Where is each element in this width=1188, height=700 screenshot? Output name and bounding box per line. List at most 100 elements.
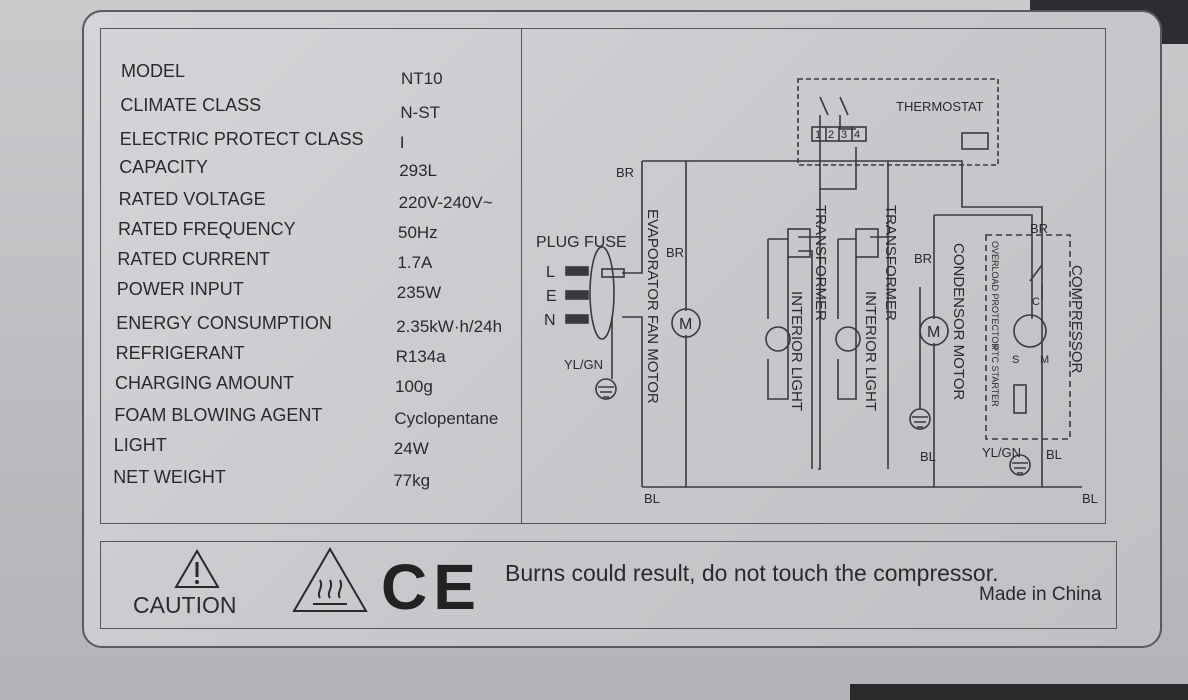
- compressor-frame: [985, 234, 1071, 440]
- spec-label: FOAM BLOWING AGENT: [114, 405, 323, 425]
- fan-motor-m-label: M: [679, 316, 692, 333]
- plug-l-wire: [622, 161, 643, 274]
- spec-value: 24W: [393, 439, 429, 458]
- interior-light2-label: INTERIOR LIGHT: [862, 291, 879, 411]
- interior-light1-symbol: [765, 326, 791, 352]
- earth-icon: [595, 378, 617, 400]
- interior-light2-symbol: [835, 326, 861, 352]
- overload-protector-label: OVERLOAD PROTECTOR: [990, 241, 1000, 350]
- spec-label: MODEL: [121, 61, 186, 81]
- spec-label: RATED VOLTAGE: [118, 189, 266, 209]
- spec-label: REFRIGERANT: [115, 343, 245, 363]
- background-edge-bottom: [850, 684, 1188, 700]
- caution-label: CAUTION: [133, 592, 237, 618]
- warning-text: Burns could result, do not touch the com…: [505, 560, 999, 586]
- transformer1-label: TRANSFORMER: [812, 205, 829, 321]
- ptc-starter-label: PTC STARTER: [990, 345, 1000, 407]
- ce-mark: CE: [381, 551, 482, 623]
- spec-label: POWER INPUT: [116, 279, 244, 299]
- transformer1-core: [787, 228, 811, 258]
- light1-wires: [767, 238, 789, 400]
- spec-label: CAPACITY: [119, 157, 208, 177]
- spec-value: I: [399, 133, 405, 152]
- spec-value: NT10: [401, 69, 443, 88]
- plug-n-label: N: [544, 312, 556, 329]
- wiring-diagram-svg: PLUG FUSE L E N YL/GN BR BR BR BR BL BL …: [536, 78, 1098, 506]
- spec-value: Cyclopentane: [394, 409, 499, 428]
- caution-bar: CAUTION CE Burns could result, do not to…: [100, 541, 1117, 629]
- spec-value: 1.7A: [397, 253, 433, 272]
- spec-label: ELECTRIC PROTECT CLASS: [119, 129, 364, 149]
- hot-surface-icon: [292, 547, 368, 612]
- thermostat-box: [797, 78, 999, 166]
- compressor-wires: [934, 214, 1043, 487]
- spec-label: CLIMATE CLASS: [120, 95, 262, 115]
- spec-value: 100g: [395, 377, 433, 396]
- spec-label: NET WEIGHT: [113, 467, 226, 487]
- transformer2-label: TRANSFORMER: [882, 205, 899, 321]
- plug-fuse-label: PLUG FUSE: [536, 234, 627, 251]
- br-label-4: BR: [1030, 221, 1048, 236]
- spec-value: 293L: [399, 161, 438, 180]
- bl-label-2: BL: [920, 449, 936, 464]
- br-bus-wire: [642, 160, 1043, 223]
- spec-value: 220V-240V~: [398, 193, 493, 212]
- compressor-label: COMPRESSOR: [1068, 265, 1085, 374]
- spec-value: 2.35kW·h/24h: [396, 317, 503, 336]
- interior-light1-label: INTERIOR LIGHT: [788, 291, 805, 411]
- spec-label: RATED FREQUENCY: [118, 219, 296, 239]
- plug-pin-l: [565, 266, 589, 276]
- plug-fuse-symbol: [589, 246, 615, 340]
- br-label-2: BR: [666, 245, 684, 260]
- earth-label: YL/GN: [564, 357, 603, 372]
- fan-motor-symbol: [671, 308, 701, 338]
- compressor-c-label: C: [1032, 296, 1040, 308]
- wiring-diagram: PLUG FUSE L E N YL/GN BR BR BR BR BL BL …: [522, 28, 1106, 524]
- bl-label-4: BL: [1082, 491, 1098, 506]
- terminal-label-1: 1: [815, 129, 821, 141]
- plug-e-label: E: [546, 288, 557, 305]
- condensor-motor-symbol: [919, 316, 949, 346]
- thermostat-label: THERMOSTAT: [896, 99, 984, 114]
- transformer1-wires: [798, 189, 821, 470]
- bl-label-1: BL: [644, 491, 660, 506]
- spec-value: 235W: [396, 283, 442, 302]
- bl-label-3: BL: [1046, 447, 1062, 462]
- fuse-symbol: [601, 268, 625, 278]
- transformer2-core: [855, 228, 879, 258]
- compressor-s-label: S: [1012, 354, 1019, 366]
- compressor-motor-symbol: [1013, 314, 1047, 348]
- br-label-1: BR: [616, 165, 634, 180]
- terminal-dividers: [825, 127, 853, 141]
- thermostat-feed-wire: [819, 147, 857, 190]
- thermostat-contacts: [819, 96, 856, 147]
- evaporator-fan-motor-label: EVAPORATOR FAN MOTOR: [644, 209, 661, 404]
- transformer2-wires: [870, 161, 889, 469]
- spec-label: RATED CURRENT: [117, 249, 271, 269]
- condensor-motor-m-label: M: [927, 324, 940, 341]
- warning-triangle-icon: [174, 549, 220, 588]
- spec-value: 77kg: [393, 471, 431, 490]
- spec-label: LIGHT: [113, 435, 167, 455]
- terminal-label-3: 3: [841, 129, 847, 141]
- plug-pin-n: [565, 314, 589, 324]
- plug-l-label: L: [546, 264, 555, 281]
- origin-text: Made in China: [979, 584, 1102, 605]
- condensor-motor-label: CONDENSOR MOTOR: [950, 243, 967, 400]
- terminal-label-2: 2: [828, 129, 834, 141]
- spec-value: R134a: [395, 347, 446, 366]
- plug-n-wire: [622, 316, 643, 487]
- spec-label: ENERGY CONSUMPTION: [116, 313, 332, 333]
- overload-switch: [1029, 264, 1043, 299]
- light2-wires: [837, 238, 857, 400]
- earth-icon-3: [1009, 454, 1031, 476]
- ptc-starter-symbol: [1013, 384, 1027, 414]
- br-label-3: BR: [914, 251, 932, 266]
- compressor-m-label: M: [1040, 354, 1049, 366]
- earth-label-2: YL/GN: [982, 445, 1021, 460]
- spec-value: N-ST: [400, 103, 441, 122]
- earth-icon-2: [909, 408, 931, 430]
- thermostat-sensor: [961, 132, 989, 150]
- terminal-label-4: 4: [854, 129, 860, 141]
